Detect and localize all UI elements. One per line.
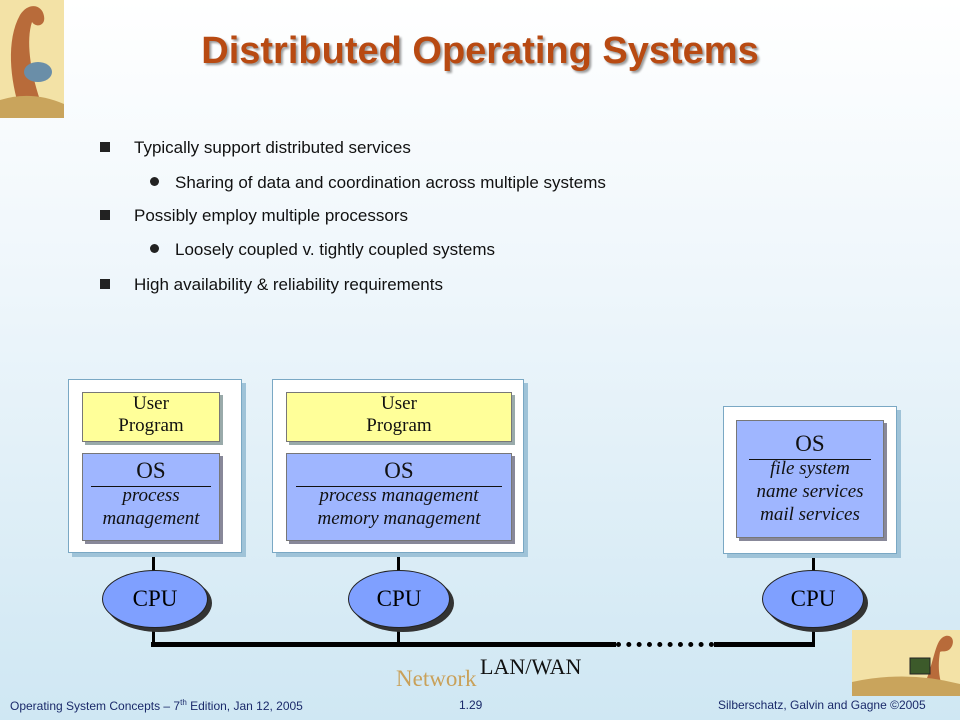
- bullet-text: Typically support distributed services: [134, 138, 411, 157]
- node2-cpu: CPU: [348, 570, 450, 628]
- dinosaur-logo-top-left: [0, 0, 64, 118]
- network-bus-dotted: [616, 642, 714, 647]
- page-number: 1.29: [459, 698, 483, 712]
- node1-os-box: OS process management: [82, 453, 220, 541]
- network-bus-line: [151, 642, 616, 647]
- square-bullet-icon: [100, 209, 110, 220]
- footer-left-text: Operating System Concepts – 7: [10, 699, 181, 713]
- node2-user-program: User Program: [286, 392, 512, 442]
- os-service: process management: [319, 485, 479, 506]
- bullet-item: High availability & reliability requirem…: [100, 275, 443, 295]
- os-label: OS: [384, 458, 414, 483]
- os-service: name services: [756, 481, 864, 502]
- footer-left-rest: Edition, Jan 12, 2005: [186, 699, 303, 713]
- footer-left: Operating System Concepts – 7th Edition,…: [10, 698, 303, 713]
- os-service: process: [122, 485, 180, 506]
- bullet-text: Loosely coupled v. tightly coupled syste…: [175, 240, 496, 259]
- node2-os-box: OS process management memory management: [286, 453, 512, 541]
- user-program-label: Program: [366, 415, 432, 436]
- square-bullet-icon: [100, 141, 110, 152]
- bullet-item: Typically support distributed services: [100, 138, 411, 158]
- square-bullet-icon: [100, 278, 110, 289]
- dinosaur-logo-bottom-right: [852, 630, 960, 696]
- user-program-label: Program: [118, 415, 184, 436]
- os-service: memory management: [317, 508, 481, 529]
- lan-wan-label: LAN/WAN: [480, 654, 582, 679]
- round-bullet-icon: [150, 177, 159, 187]
- network-bus-line: [714, 642, 815, 647]
- os-service: mail services: [760, 504, 860, 525]
- sub-bullet-item: Loosely coupled v. tightly coupled syste…: [150, 240, 495, 260]
- user-program-label: User: [381, 393, 417, 414]
- os-label: OS: [136, 458, 166, 483]
- sub-bullet-item: Sharing of data and coordination across …: [150, 173, 606, 193]
- os-divider: [749, 459, 871, 460]
- os-service: management: [102, 508, 200, 529]
- slide-title: Distributed Operating Systems: [201, 30, 759, 72]
- node3-cpu: CPU: [762, 570, 864, 628]
- node1-cpu: CPU: [102, 570, 208, 628]
- bullet-text: Sharing of data and coordination across …: [175, 173, 606, 192]
- round-bullet-icon: [150, 244, 159, 254]
- bullet-text: Possibly employ multiple processors: [134, 206, 408, 225]
- os-divider: [91, 486, 211, 487]
- footer-right: Silberschatz, Galvin and Gagne ©2005: [718, 698, 926, 712]
- bullet-item: Possibly employ multiple processors: [100, 206, 408, 226]
- node3-os-box: OS file system name services mail servic…: [736, 420, 884, 538]
- footer-left-sup: th: [180, 698, 187, 707]
- user-program-label: User: [133, 393, 169, 414]
- os-divider: [296, 486, 502, 487]
- os-label: OS: [795, 431, 825, 456]
- network-label: Network: [396, 666, 477, 691]
- bullet-text: High availability & reliability requirem…: [134, 275, 443, 294]
- os-service: file system: [770, 458, 850, 479]
- node1-user-program: User Program: [82, 392, 220, 442]
